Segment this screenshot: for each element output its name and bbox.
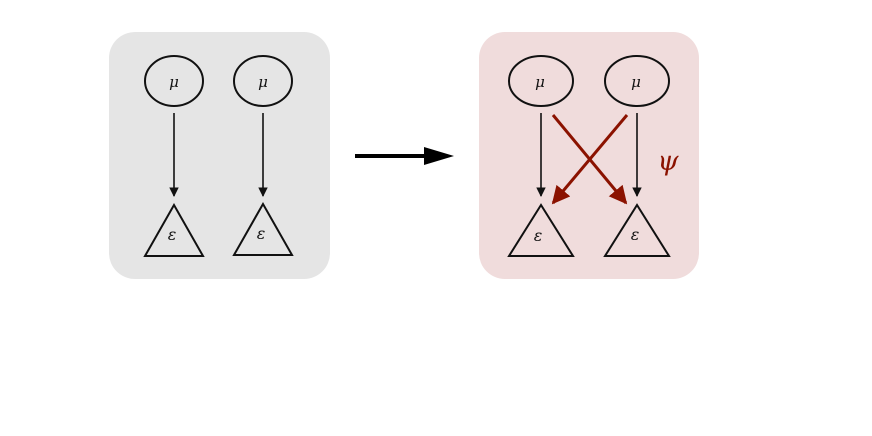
right-epsilon-node-2	[603, 203, 671, 257]
right-epsilon-label-2: ε	[631, 225, 640, 244]
right-epsilon-label-1: ε	[534, 226, 543, 245]
right-mu-node-1	[508, 55, 574, 107]
left-mu-node-2	[233, 55, 293, 107]
left-panel-background	[109, 32, 330, 279]
right-mu-label-1: μ	[535, 73, 545, 91]
left-epsilon-label-1: ε	[168, 225, 177, 244]
left-mu-node-1	[144, 55, 204, 107]
transition-arrow	[355, 147, 454, 165]
right-mu-node-2	[604, 55, 670, 107]
right-panel: μ μ ψ ε ε	[479, 32, 699, 279]
left-panel: μ μ ε ε	[109, 32, 330, 279]
right-mu-label-2: μ	[631, 73, 641, 91]
right-epsilon-node-1	[507, 203, 575, 257]
left-mu-label-1: μ	[169, 73, 179, 91]
left-epsilon-label-2: ε	[257, 224, 266, 243]
left-mu-label-2: μ	[258, 73, 268, 91]
psi-label: ψ	[657, 146, 679, 177]
left-epsilon-node-2	[232, 201, 294, 256]
cross-arrow-2	[551, 114, 629, 205]
left-epsilon-node-1	[143, 202, 205, 257]
